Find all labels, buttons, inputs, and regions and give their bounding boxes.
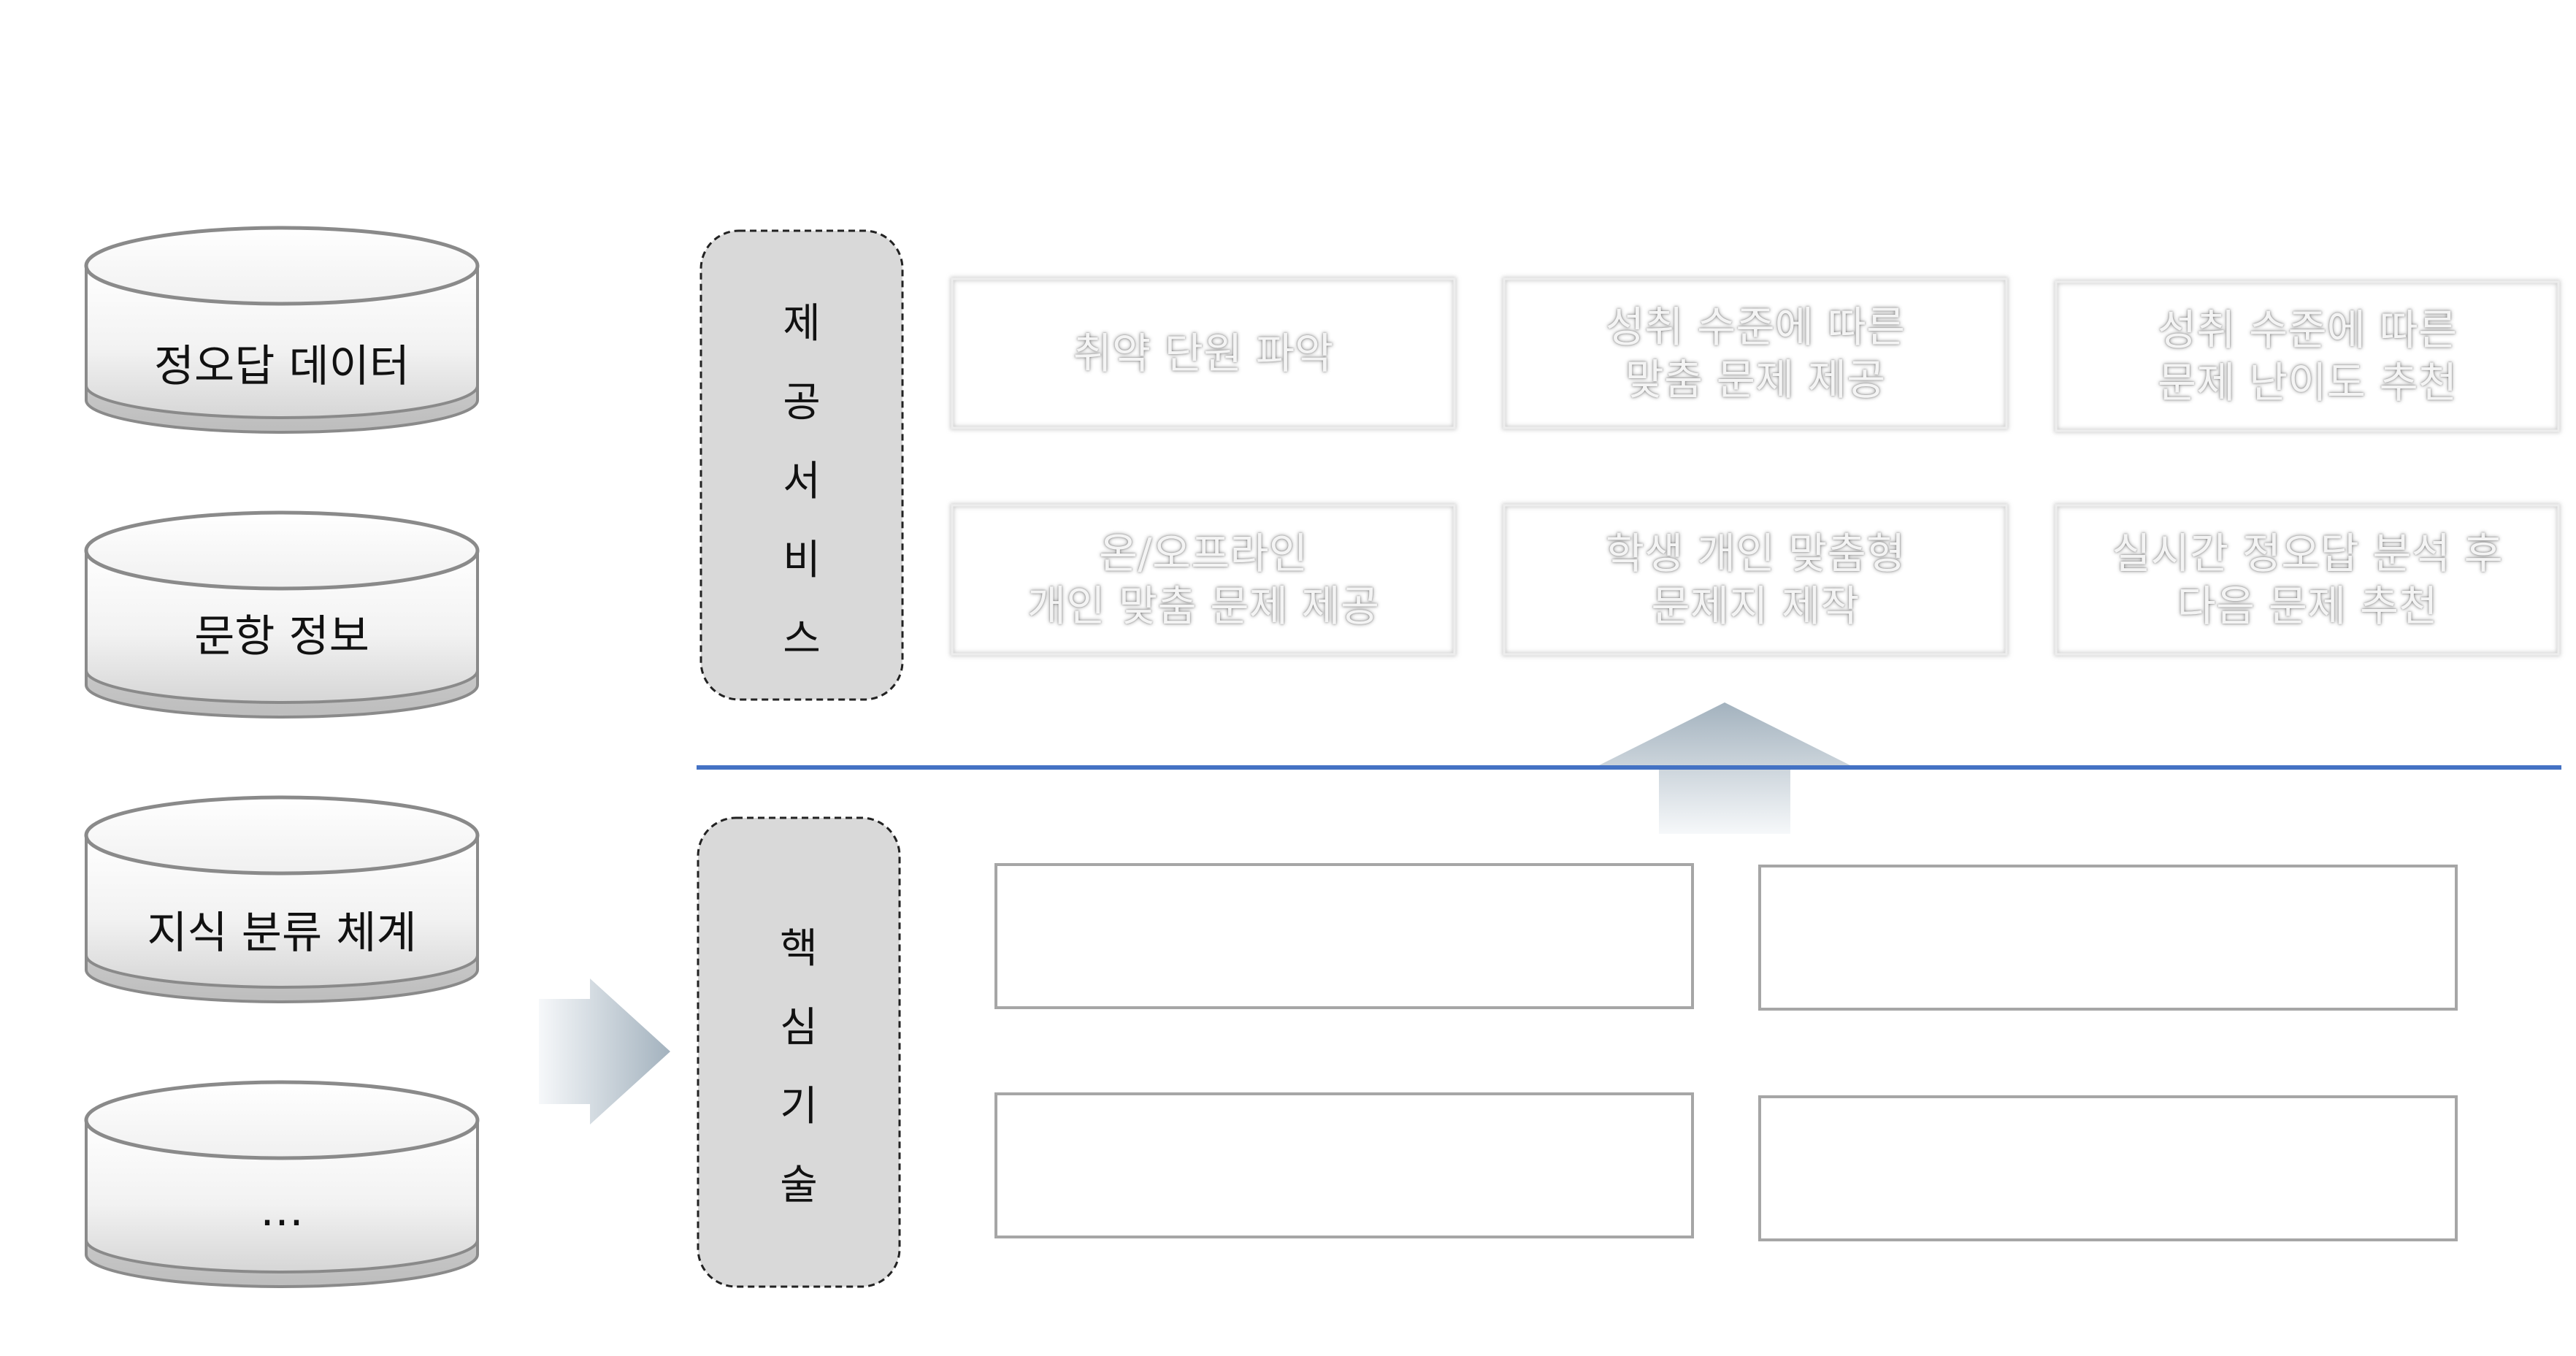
category-char: 서 (783, 458, 821, 505)
category-char: 공 (783, 379, 821, 426)
service-box: 성취 수준에 따른 문제 난이도 추천 (2056, 282, 2558, 431)
service-text: 실시간 정오답 분석 후 다음 문제 추천 (2112, 529, 2503, 631)
service-box: 학생 개인 맞춤형 문제지 제작 (1504, 505, 2006, 654)
core-category-label: 핵 심 기 술 (699, 910, 898, 1225)
data-source-label: 문항 정보 (194, 611, 369, 662)
data-source-label: … (260, 1185, 304, 1236)
service-text: 온/오프라인 개인 맞춤 문제 제공 (1027, 529, 1380, 631)
core-technology-box (1758, 865, 2458, 1011)
core-technology-box (1758, 1095, 2458, 1241)
category-char: 제 (783, 300, 821, 348)
service-text: 성취 수준에 따른 문제 난이도 추천 (2157, 305, 2458, 407)
data-source-label: 지식 분류 체계 (147, 908, 417, 959)
core-technology-box (994, 863, 1694, 1009)
category-char: 술 (780, 1162, 818, 1209)
service-box: 실시간 정오답 분석 후 다음 문제 추천 (2056, 505, 2558, 654)
arrow-up-solid (1657, 775, 1659, 834)
right-arrow-icon (539, 978, 670, 1125)
service-category-box (699, 229, 904, 701)
layer-arrow-icon (1657, 775, 1659, 834)
service-category-label: 제 공 서 비 스 (702, 285, 901, 679)
category-char: 스 (783, 616, 821, 663)
database-cylinder-1 (84, 226, 480, 434)
service-box: 성취 수준에 따른 맞춤 문제 제공 (1504, 279, 2006, 428)
category-char: 심 (780, 1004, 818, 1052)
category-char: 기 (780, 1083, 818, 1130)
category-char: 비 (783, 537, 821, 584)
core-technology-box (994, 1092, 1694, 1238)
database-cylinder-2 (84, 510, 480, 719)
service-text: 성취 수준에 따른 맞춤 문제 제공 (1605, 302, 1906, 405)
database-cylinder-4 (84, 1080, 480, 1288)
service-box: 온/오프라인 개인 맞춤 문제 제공 (952, 505, 1454, 654)
category-char: 핵 (780, 925, 818, 973)
flow-arrow-up-icon (1657, 775, 1659, 834)
data-source-label: 정오답 데이터 (153, 341, 410, 392)
service-text: 취약 단원 파악 (1073, 329, 1334, 378)
core-category-box (697, 816, 901, 1288)
service-text: 학생 개인 맞춤형 문제지 제작 (1605, 529, 1906, 631)
service-box: 취약 단원 파악 (952, 279, 1454, 428)
database-cylinder-3 (84, 795, 480, 1003)
